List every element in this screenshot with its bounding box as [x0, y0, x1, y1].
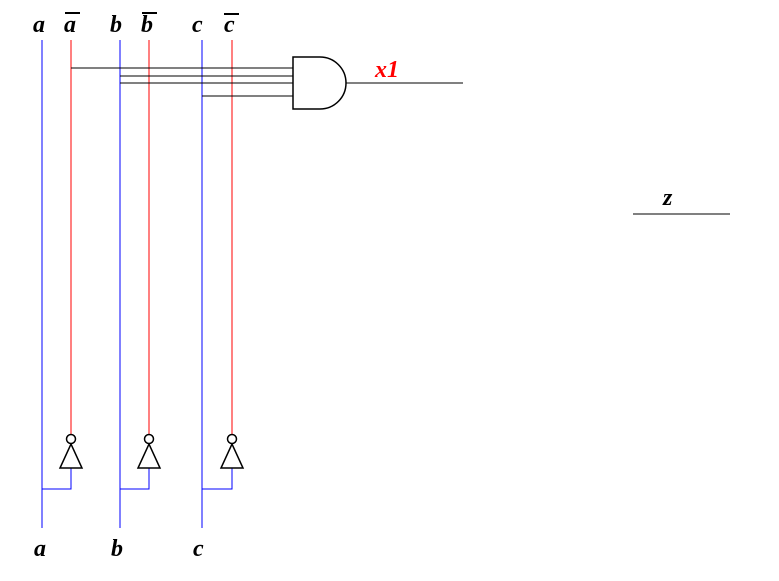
label-b-bottom: b [111, 536, 123, 562]
output-label-x1: x1 [374, 57, 399, 83]
not-bubble-icon [143, 433, 155, 445]
not-gate-icon [58, 442, 84, 469]
label-a-bar-top: a [64, 12, 76, 38]
label-c-top: c [192, 12, 203, 38]
not-bubble-icon [226, 433, 238, 445]
label-a-bottom: a [34, 536, 46, 562]
label-c-bottom: c [193, 536, 204, 562]
label-b-bar-top: b [141, 12, 153, 38]
label-a-top: a [33, 12, 45, 38]
label-c-bar-top: c [224, 12, 235, 38]
not-gate-icon [136, 442, 162, 469]
feed-c [202, 468, 233, 490]
not-gate-icon [219, 442, 245, 469]
feed-a [42, 468, 72, 490]
not-bubble-icon [65, 433, 77, 445]
and-gate-icon [292, 56, 347, 110]
label-b-top: b [110, 12, 122, 38]
label-z: z [662, 185, 673, 211]
feed-b [120, 468, 150, 490]
